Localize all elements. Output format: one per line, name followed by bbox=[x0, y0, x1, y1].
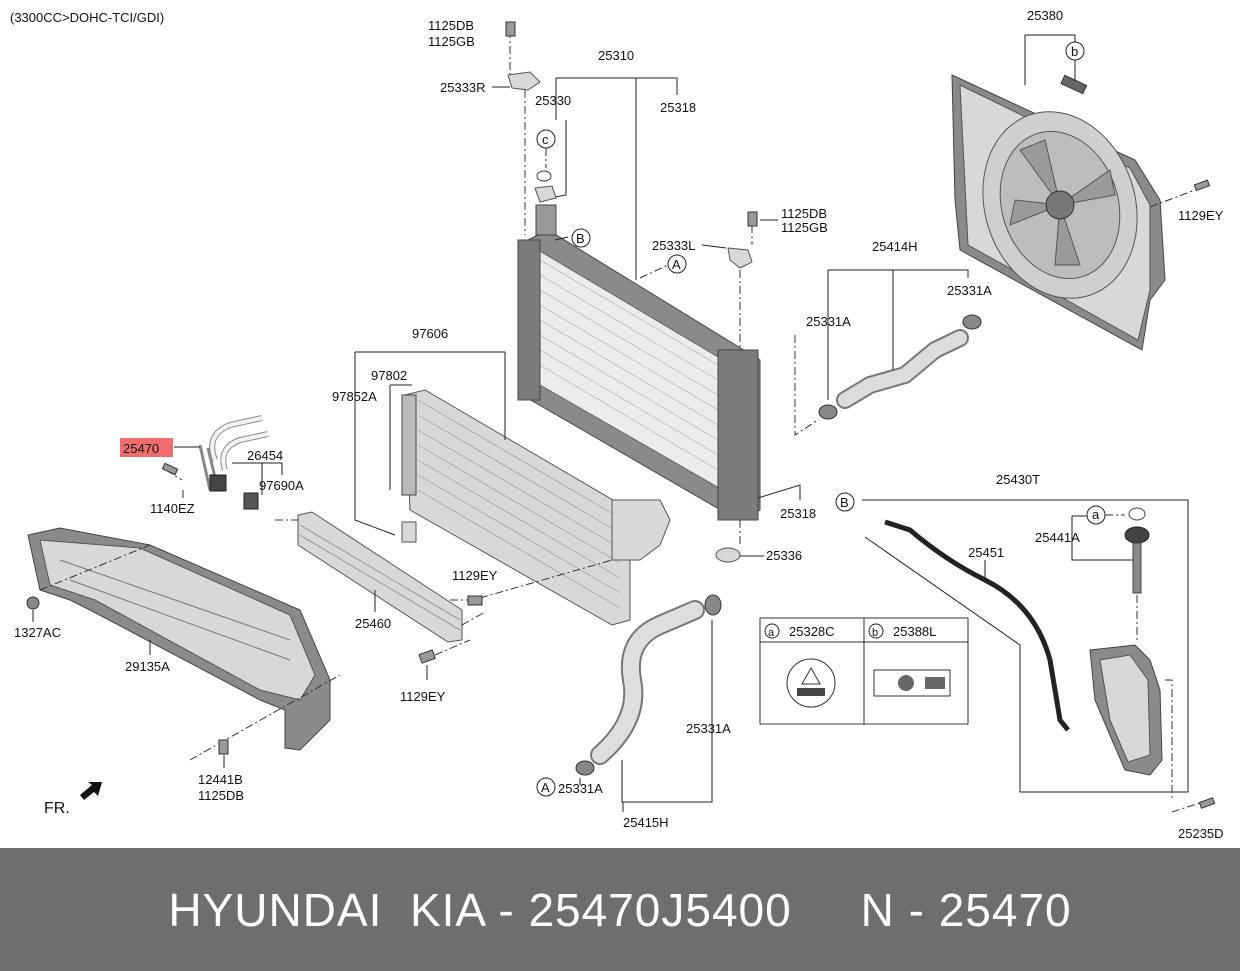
receiver-dryer bbox=[401, 521, 417, 543]
parts-diagram: (3300CC>DOHC-TCI/GDI) 25380 b 1129EY B 1… bbox=[10, 8, 1224, 841]
label-1140ez: 1140EZ bbox=[150, 501, 195, 516]
mount-25336 bbox=[715, 547, 741, 563]
label-25331a-r1: 25331A bbox=[806, 314, 851, 329]
label-25318-mid: 25318 bbox=[780, 506, 816, 521]
callout-A-radiator bbox=[667, 254, 687, 274]
label-legend-table bbox=[759, 617, 969, 725]
label-97606: 97606 bbox=[412, 326, 448, 341]
label-97802: 97802 bbox=[371, 368, 407, 383]
label-25333l: 25333L bbox=[652, 238, 695, 253]
reservoir-cap-seal bbox=[1128, 507, 1146, 521]
legend-a-code: 25328C bbox=[789, 624, 835, 639]
callout-b-top bbox=[1065, 41, 1085, 61]
bolt-1125db-top bbox=[505, 21, 516, 37]
lower-hose-25415h bbox=[575, 594, 722, 776]
label-25336: 25336 bbox=[766, 548, 802, 563]
label-25470: 25470 bbox=[123, 441, 159, 456]
bolt-1125db-mid bbox=[747, 211, 758, 227]
legend-b-code: 25388L bbox=[893, 624, 936, 639]
label-25333r: 25333R bbox=[440, 80, 486, 95]
label-25460: 25460 bbox=[355, 616, 391, 631]
front-arrow-icon bbox=[80, 782, 102, 800]
reservoir-cap-25441a bbox=[1124, 526, 1150, 594]
label-12441b: 12441B bbox=[198, 772, 243, 787]
label-25318-top: 25318 bbox=[660, 100, 696, 115]
upper-hose-25414h bbox=[818, 314, 982, 420]
label-25414h: 25414H bbox=[872, 239, 918, 254]
label-1129ey-right: 1129EY bbox=[1178, 208, 1224, 223]
engine-spec-label: (3300CC>DOHC-TCI/GDI) bbox=[10, 10, 164, 25]
label-1125db-top: 1125DB bbox=[428, 18, 474, 33]
cap-seal bbox=[536, 170, 552, 182]
front-label: FR. bbox=[44, 800, 70, 817]
legend-b-letter: b bbox=[872, 627, 878, 639]
bolt-1129ey-low bbox=[418, 649, 436, 664]
label-29135a: 29135A bbox=[125, 659, 170, 674]
callout-A-lower bbox=[536, 777, 556, 797]
label-26454: 26454 bbox=[247, 448, 283, 463]
callout-a-reservoir-text: a bbox=[1092, 507, 1100, 522]
callout-B-radiator bbox=[571, 228, 591, 248]
callout-b-top-text: b bbox=[1071, 44, 1078, 59]
bolt-1129ey-mid bbox=[467, 595, 483, 606]
bolt-25235d bbox=[1198, 797, 1216, 809]
coolant-reservoir bbox=[1089, 644, 1163, 776]
bracket-25333r bbox=[507, 71, 541, 91]
label-1129ey-mid: 1129EY bbox=[452, 568, 498, 583]
callout-B-reservoir bbox=[835, 492, 855, 512]
label-25330: 25330 bbox=[535, 93, 571, 108]
part-number-text: HYUNDAI KIA - 25470J5400 N - 25470 bbox=[168, 883, 1072, 936]
highlight-25470 bbox=[120, 438, 173, 457]
label-25310: 25310 bbox=[598, 48, 634, 63]
label-97852a: 97852A bbox=[332, 389, 377, 404]
callout-c-text: c bbox=[542, 132, 549, 147]
radiator-core bbox=[517, 204, 761, 521]
bolt-12441b bbox=[218, 739, 229, 755]
cooler-tubes-25470 bbox=[198, 415, 269, 510]
label-1125gb-mid: 1125GB bbox=[781, 220, 828, 235]
label-25441a: 25441A bbox=[1035, 530, 1080, 545]
part-number-banner: HYUNDAI KIA - 25470J5400 N - 25470 bbox=[0, 848, 1240, 971]
fan-shroud-assembly bbox=[951, 74, 1166, 351]
label-1125gb-top: 1125GB bbox=[428, 34, 475, 49]
condenser-core bbox=[401, 389, 671, 626]
callout-B-reservoir-text: B bbox=[840, 495, 849, 510]
legend-a-letter: a bbox=[768, 627, 775, 639]
callout-A-lower-text: A bbox=[541, 780, 550, 795]
label-1129ey-low: 1129EY bbox=[400, 689, 446, 704]
callout-B-radiator-text: B bbox=[576, 231, 585, 246]
label-25430t: 25430T bbox=[996, 472, 1040, 487]
bolt-1129ey-right bbox=[1193, 179, 1211, 192]
radiator-cap bbox=[534, 185, 557, 203]
label-97690a: 97690A bbox=[259, 478, 304, 493]
callout-A-radiator-text: A bbox=[672, 257, 681, 272]
label-25331a-bot: 25331A bbox=[558, 781, 603, 796]
oil-cooler-25460 bbox=[297, 511, 463, 643]
bracket-25333l bbox=[727, 247, 753, 269]
label-25331a-r2: 25331A bbox=[947, 283, 992, 298]
label-1327ac: 1327AC bbox=[14, 625, 61, 640]
label-25235d: 25235D bbox=[1178, 826, 1224, 841]
label-25451: 25451 bbox=[968, 545, 1004, 560]
bolt-1140ez bbox=[161, 462, 179, 476]
label-25380: 25380 bbox=[1027, 8, 1063, 23]
label-1125db-mid: 1125DB bbox=[781, 206, 827, 221]
label-25331a-low: 25331A bbox=[686, 721, 731, 736]
reservoir-hose-25451 bbox=[884, 519, 1070, 732]
nut-1327ac bbox=[26, 596, 40, 610]
air-guard-29135a bbox=[27, 527, 331, 751]
label-25415h: 25415H bbox=[623, 815, 669, 830]
label-1125db-bot: 1125DB bbox=[198, 788, 244, 803]
